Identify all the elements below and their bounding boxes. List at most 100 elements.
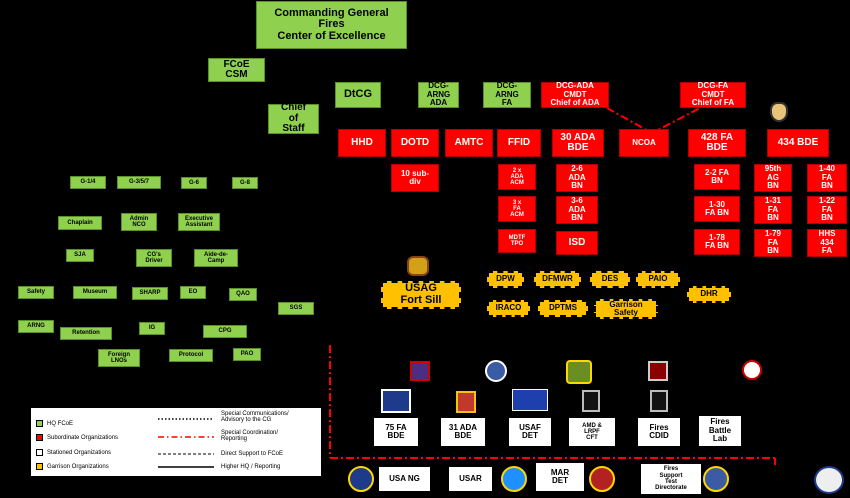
hhs-434-fa-box: HHS 434 FA <box>807 229 847 257</box>
staff-chaplain: Chaplain <box>58 216 102 230</box>
428-fa-bde-box: 428 FA BDE <box>688 129 746 157</box>
legend-swatch-sub <box>36 434 43 441</box>
staff-qao: QAO <box>229 288 257 301</box>
legend-garr-label: Garrison Organizations <box>47 463 109 470</box>
isd-box: ISD <box>556 231 598 255</box>
garrison-dhr: DHR <box>687 286 731 303</box>
staff-pao: PAO <box>233 348 261 361</box>
usag-fort-sill-box: USAG Fort Sill <box>381 281 461 309</box>
ncoa-box: NCOA <box>619 129 669 157</box>
legend: HQ FCoE Subordinate Organizations Statio… <box>30 407 322 477</box>
1-22-fa-bn-box: 1-22 FA BN <box>807 196 847 224</box>
garrison-des: DES <box>590 271 630 288</box>
staff-g14: G-1/4 <box>70 176 106 189</box>
mdtf-tpo-box: MDTF TPO <box>498 229 536 253</box>
legend-line-samples <box>158 418 214 468</box>
stationed-insignia-icon <box>512 389 548 411</box>
seal-icon <box>589 466 615 492</box>
staff-sgs: SGS <box>278 302 314 315</box>
usag-emblem-icon <box>407 256 429 276</box>
staff-cgs-driver: CG's Driver <box>136 249 172 267</box>
legend-swatch-stat <box>36 449 43 456</box>
stationed-insignia-icon <box>456 391 476 413</box>
stationed-insignia-icon <box>582 390 600 412</box>
sub-div-box: 10 sub- div <box>391 164 439 192</box>
usaf-det-box: USAF DET <box>508 417 552 447</box>
2-2-fa-bn-box: 2-2 FA BN <box>694 164 740 190</box>
stationed-insignia-icon <box>381 389 411 413</box>
dcg-fa-box: DCG-FA CMDT Chief of FA <box>680 82 746 108</box>
garrison-dptms: DPTMS <box>538 300 588 317</box>
seal-icon <box>485 360 507 382</box>
staff-admin-nco: Admin NCO <box>121 213 157 231</box>
staff-g8: G-8 <box>232 177 258 189</box>
seal-icon <box>501 466 527 492</box>
staff-protocol: Protocol <box>169 349 213 362</box>
legend-stat-label: Stationed Organizations <box>47 449 112 456</box>
staff-ig: IG <box>139 322 165 335</box>
seal-icon <box>348 466 374 492</box>
stationed-insignia-icon <box>650 390 668 412</box>
31-ada-bde-box: 31 ADA BDE <box>440 417 486 447</box>
hhd-box: HHD <box>338 129 386 157</box>
legend-special-comm-label: Special Communications/ Advisory to the … <box>221 411 289 423</box>
dcg-ada-box: DCG-ADA CMDT Chief of ADA <box>541 82 609 108</box>
1-31-fa-bn-box: 1-31 FA BN <box>754 196 792 224</box>
95th-ag-bn-box: 95th AG BN <box>754 164 792 192</box>
garrison-iraco: IRACO <box>487 300 530 317</box>
staff-aide-de-camp: Aide-de- Camp <box>194 249 238 267</box>
stationed-insignia-icon <box>566 360 592 384</box>
stationed-insignia-icon <box>648 361 668 381</box>
seal-icon <box>814 466 844 494</box>
staff-foreign-lnos: Foreign LNOs <box>98 349 140 367</box>
3-6-ada-bn-box: 3-6 ADA BN <box>556 196 598 224</box>
dcg-arng-fa-box: DCG- ARNG FA <box>483 82 531 108</box>
434-bde-box: 434 BDE <box>767 129 829 157</box>
staff-g6: G-6 <box>181 177 207 189</box>
staff-museum: Museum <box>73 286 117 299</box>
seal-icon <box>703 466 729 492</box>
legend-higher-label: Higher HQ / Reporting <box>221 464 281 470</box>
chief-of-staff-box: Chief of Staff <box>268 103 319 134</box>
1-78-fa-bn-box: 1-78 FA BN <box>694 229 740 255</box>
dotd-box: DOTD <box>391 129 439 157</box>
commanding-general-box: Commanding General Fires Center of Excel… <box>256 1 407 49</box>
garrison-safety: Garrison Safety <box>594 299 658 319</box>
fires-battle-lab-box: Fires Battle Lab <box>698 415 742 447</box>
staff-g357: G-3/5/7 <box>117 176 161 189</box>
mar-det-box: MAR DET <box>535 462 585 492</box>
staff-executive-assistant: Executive Assistant <box>178 213 220 231</box>
legend-hq-label: HQ FCoE <box>47 420 74 427</box>
ffid-box: FFID <box>497 129 541 157</box>
fcoe-csm-box: FCoE CSM <box>208 58 265 82</box>
1-30-fa-bn-box: 1-30 FA BN <box>694 196 740 222</box>
staff-arng: ARNG <box>18 320 54 333</box>
legend-sub-label: Subordinate Organizations <box>47 434 119 441</box>
dtcg-box: DtCG <box>335 82 381 108</box>
legend-swatch-garr <box>36 463 43 470</box>
amtc-box: AMTC <box>445 129 493 157</box>
1-79-fa-bn-box: 1-79 FA BN <box>754 229 792 257</box>
staff-sja: SJA <box>66 249 94 262</box>
usar-box: USAR <box>448 466 493 492</box>
75-fa-bde-box: 75 FA BDE <box>373 417 419 447</box>
2-6-ada-bn-box: 2-6 ADA BN <box>556 164 598 192</box>
staff-safety: Safety <box>18 286 54 299</box>
amd-lrpf-cft-box: AMD & LRPF CFT <box>568 417 616 447</box>
staff-cpg: CPG <box>203 325 247 338</box>
staff-eo: EO <box>180 286 206 299</box>
seal-icon <box>742 360 762 380</box>
legend-special-coord-label: Special Coordination/ Reporting <box>221 430 279 442</box>
legend-direct-label: Direct Support to FCoE <box>221 451 284 457</box>
1-40-fa-bn-box: 1-40 FA BN <box>807 164 847 192</box>
staff-sharp: SHARP <box>132 287 168 300</box>
fa-acm-box: 3 x FA ACM <box>498 196 536 222</box>
fires-support-test-directorate-box: Fires Support Test Directorate <box>640 463 702 495</box>
fires-cdid-box: Fires CDID <box>637 417 681 447</box>
garrison-dfmwr: DFMWR <box>534 271 581 288</box>
434-bde-emblem-icon <box>770 102 788 122</box>
legend-swatch-hq <box>36 420 43 427</box>
ada-acm-box: 2 x ADA ACM <box>498 164 536 190</box>
stationed-insignia-icon <box>410 361 430 381</box>
dcg-arng-ada-box: DCG- ARNG ADA <box>418 82 459 108</box>
